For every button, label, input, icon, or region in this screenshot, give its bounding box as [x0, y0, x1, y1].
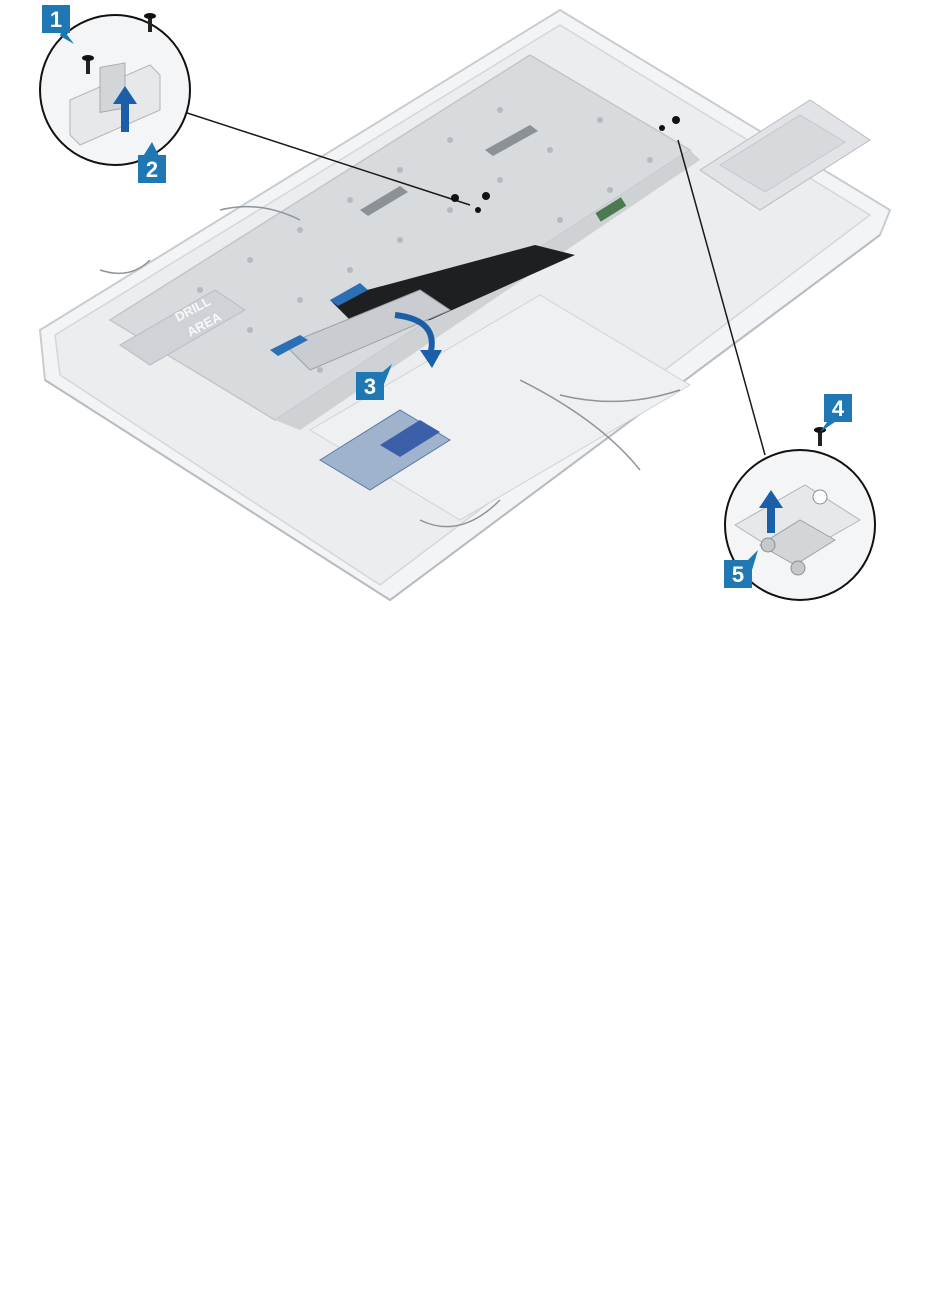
- step-number: 4: [832, 396, 845, 421]
- screw-icon: [659, 125, 665, 131]
- screw-icon: [451, 194, 459, 202]
- step-badge-1: 1: [42, 5, 74, 44]
- step-number: 1: [50, 7, 62, 32]
- screw-icon: [672, 116, 680, 124]
- step-number: 2: [146, 157, 158, 182]
- screw-icon: [482, 192, 490, 200]
- screw-icon: [475, 207, 481, 213]
- keyboard-bracket-removal-diagram: DRILL AREA: [0, 0, 950, 620]
- step-number: 3: [364, 374, 376, 399]
- step-badge-4: 4: [820, 394, 852, 432]
- step-number: 5: [732, 562, 744, 587]
- screw-icon: [814, 427, 826, 446]
